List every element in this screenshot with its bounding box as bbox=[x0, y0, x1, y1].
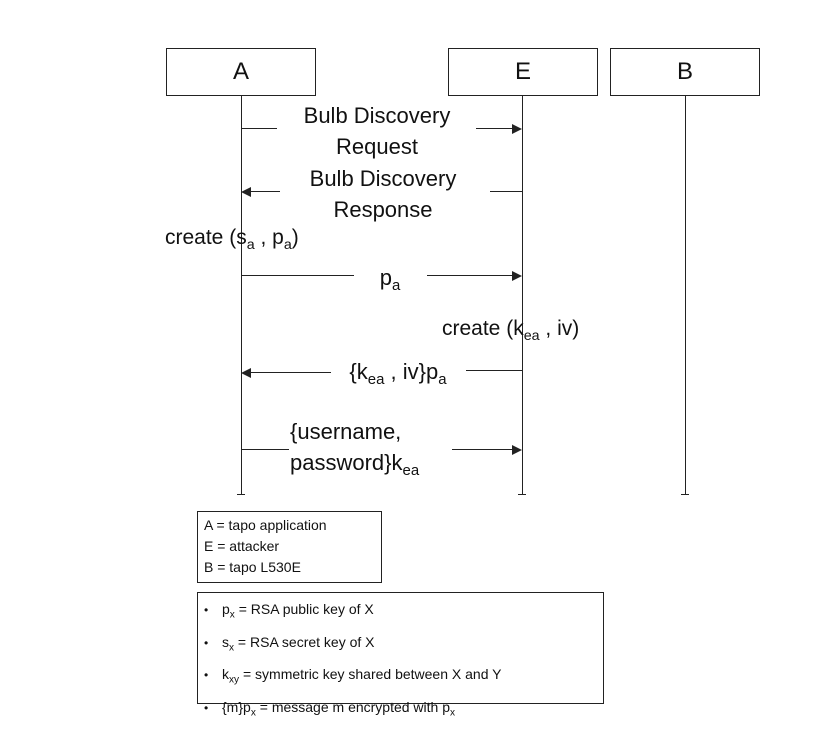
legend-key-public-post: = RSA public key of X bbox=[234, 601, 374, 617]
lifeline-e-end bbox=[518, 494, 526, 495]
note-create-kea-iv-suffix: , iv) bbox=[539, 317, 580, 340]
note-create-kea-iv-sub: ea bbox=[523, 327, 540, 344]
actor-box-b: B bbox=[610, 48, 760, 96]
message-credentials-line1: {username, bbox=[290, 419, 402, 444]
arrowhead-credentials bbox=[512, 445, 522, 455]
message-credentials-line2: password}kea bbox=[290, 447, 419, 486]
legend-key-encrypted-sub2: x bbox=[450, 707, 456, 719]
actor-box-a: A bbox=[166, 48, 316, 96]
arrow-discovery-request-left bbox=[242, 128, 277, 129]
bullet-icon: • bbox=[204, 700, 209, 715]
actor-label-b: B bbox=[676, 58, 693, 85]
legend-key-encrypted-sub: x bbox=[250, 707, 256, 719]
legend-key-symmetric-post: = symmetric key shared between X and Y bbox=[239, 666, 502, 683]
lifeline-a bbox=[241, 96, 242, 494]
note-create-kea-iv-prefix: create (k bbox=[442, 317, 524, 340]
note-create-sa-pa-mid: , p bbox=[254, 226, 284, 249]
legend-key-encrypted-post: = message m encrypted with p bbox=[255, 698, 451, 715]
message-discovery-response: Bulb Discovery Response bbox=[284, 163, 482, 225]
arrowhead-pa bbox=[512, 271, 522, 281]
arrowhead-discovery-request bbox=[512, 124, 522, 134]
arrowhead-discovery-response bbox=[241, 187, 251, 197]
message-credentials: {username, password}kea bbox=[290, 416, 419, 486]
arrow-discovery-response-left bbox=[251, 191, 280, 192]
legend-key-symmetric: • kxy = symmetric key shared between X an… bbox=[204, 661, 603, 694]
note-create-sa-pa: create (sa , pa) bbox=[165, 225, 299, 258]
lifeline-b-end bbox=[681, 494, 689, 495]
note-create-sa-pa-suffix: ) bbox=[291, 226, 299, 249]
arrow-pa-left bbox=[242, 275, 354, 276]
legend-key-secret-sub: x bbox=[229, 642, 235, 654]
message-credentials-line2-sub: ea bbox=[402, 462, 420, 480]
arrow-kea-iv-pa-right bbox=[466, 370, 522, 371]
bullet-icon: • bbox=[204, 603, 209, 617]
legend-key-encrypted: •{m}px = message m encrypted with px bbox=[204, 694, 603, 727]
actor-label-a: A bbox=[232, 58, 249, 85]
message-kea-iv-pa: {kea , iv}pa bbox=[328, 356, 468, 395]
note-create-kea-iv: create (kea , iv) bbox=[442, 316, 579, 349]
legend-key-symmetric-sub: xy bbox=[229, 674, 240, 686]
lifeline-b bbox=[685, 96, 686, 494]
message-pa-sub: a bbox=[391, 277, 401, 295]
legend-role-a: A = tapo application bbox=[204, 517, 327, 533]
message-discovery-response-line2: Response bbox=[333, 197, 433, 222]
note-create-sa-pa-sub1: a bbox=[246, 236, 255, 253]
message-discovery-request-line1: Bulb Discovery bbox=[303, 103, 451, 128]
note-create-sa-pa-sub2: a bbox=[283, 236, 292, 253]
legend-key-encrypted-pre: {m}p bbox=[222, 698, 251, 715]
lifeline-a-end bbox=[237, 494, 245, 495]
legend-role-e: E = attacker bbox=[204, 538, 280, 554]
bullet-icon: • bbox=[204, 668, 209, 683]
message-discovery-response-line1: Bulb Discovery bbox=[309, 166, 457, 191]
legend-key-secret: • sx = RSA secret key of X bbox=[204, 629, 603, 662]
message-credentials-line2-prefix: password}k bbox=[290, 450, 403, 475]
message-discovery-request-line2: Request bbox=[336, 134, 418, 159]
arrow-kea-iv-pa-left bbox=[251, 372, 331, 373]
note-create-sa-pa-prefix: create (s bbox=[165, 226, 247, 249]
message-kea-iv-pa-sub1: ea bbox=[367, 371, 385, 389]
arrow-discovery-request-right bbox=[476, 128, 512, 129]
message-pa-main: p bbox=[379, 265, 392, 290]
arrow-credentials-left bbox=[242, 449, 289, 450]
message-pa: pa bbox=[360, 262, 420, 301]
arrow-discovery-response-right bbox=[490, 191, 522, 192]
legend-roles: A = tapo application E = attacker B = ta… bbox=[197, 511, 382, 583]
legend-key-secret-post: = RSA secret key of X bbox=[234, 633, 375, 650]
actor-box-e: E bbox=[448, 48, 598, 96]
legend-key-public: • px = RSA public key of X bbox=[204, 596, 603, 629]
arrow-pa-right bbox=[427, 275, 512, 276]
actor-label-e: E bbox=[514, 58, 531, 85]
arrow-credentials-right bbox=[452, 449, 512, 450]
bullet-icon: • bbox=[204, 635, 209, 650]
message-discovery-request: Bulb Discovery Request bbox=[278, 100, 476, 162]
legend-key-symmetric-pre: k bbox=[222, 666, 229, 683]
legend-key-public-sub: x bbox=[229, 609, 235, 621]
message-kea-iv-pa-sub2: a bbox=[438, 371, 447, 389]
legend-role-b: B = tapo L530E bbox=[204, 559, 301, 575]
lifeline-e bbox=[522, 96, 523, 494]
arrowhead-kea-iv-pa bbox=[241, 368, 251, 378]
legend-keys: •px = RSA public key of X •sx = RSA secr… bbox=[197, 592, 604, 718]
legend-key-secret-pre: s bbox=[222, 633, 229, 650]
legend-key-public-pre: p bbox=[222, 601, 230, 617]
message-kea-iv-pa-prefix: {k bbox=[349, 359, 368, 384]
message-kea-iv-pa-mid: , iv}p bbox=[384, 359, 439, 384]
